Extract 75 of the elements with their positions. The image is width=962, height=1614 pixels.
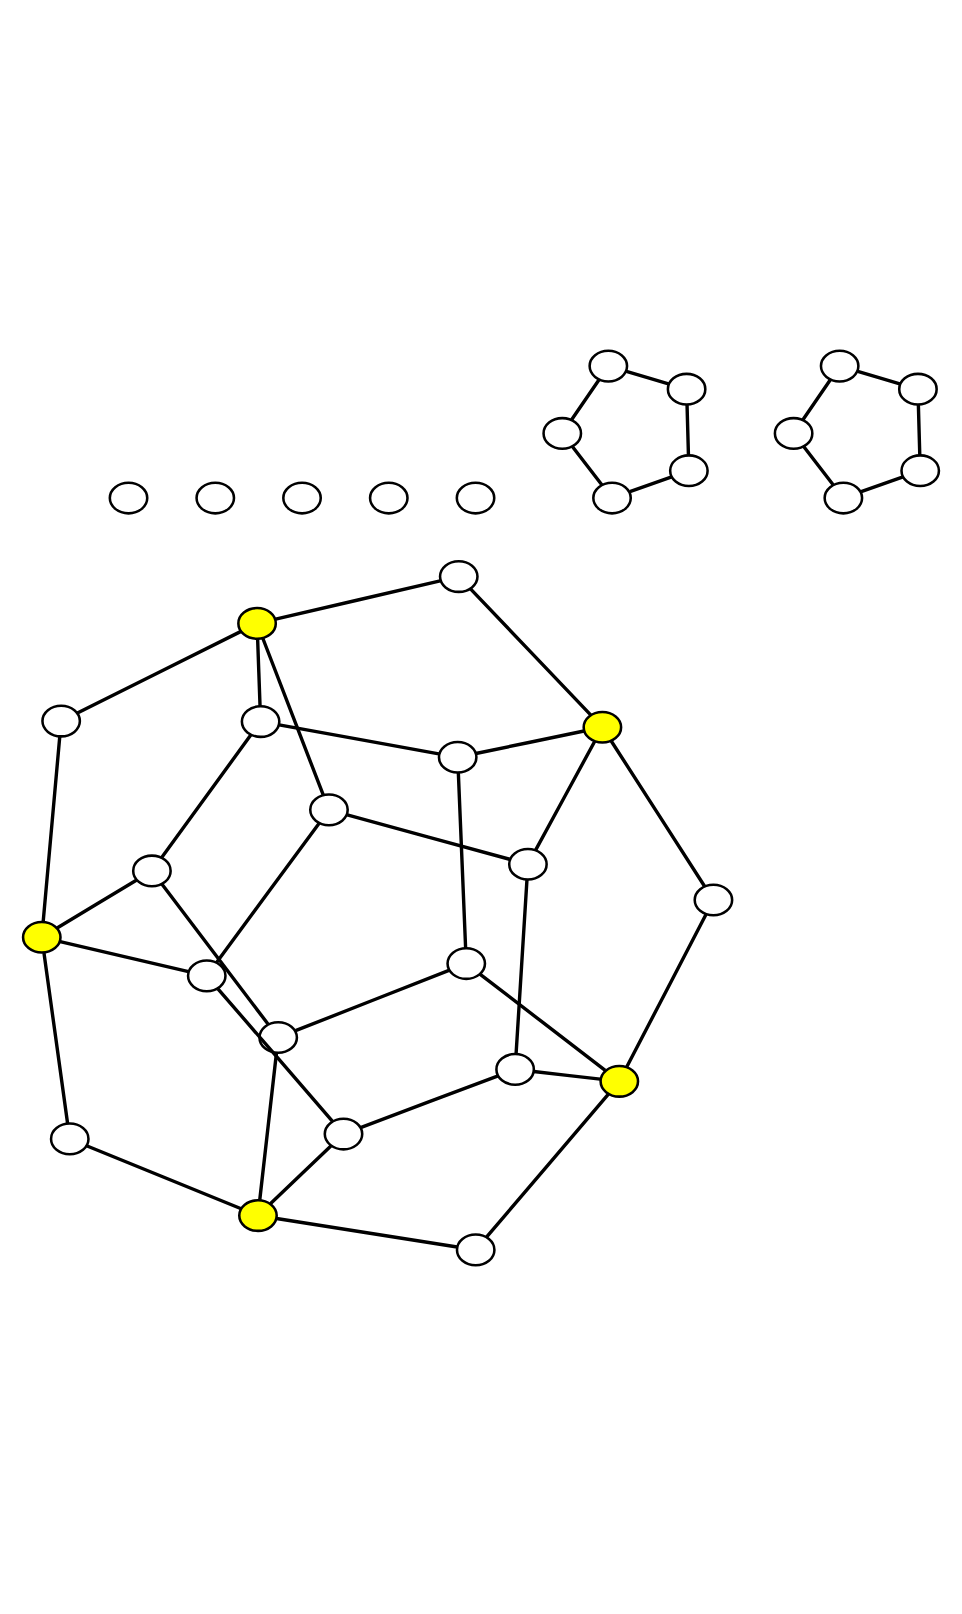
connector bbox=[346, 812, 510, 860]
node-circle bbox=[108, 480, 149, 514]
node-circle bbox=[668, 453, 709, 487]
node-circle bbox=[819, 348, 860, 382]
connector bbox=[216, 986, 334, 1122]
node-circle bbox=[507, 846, 548, 880]
node-circle bbox=[823, 480, 864, 514]
connector bbox=[475, 728, 585, 755]
connector bbox=[916, 403, 922, 455]
connector bbox=[469, 586, 592, 716]
node-circle bbox=[195, 480, 236, 514]
connector bbox=[609, 739, 707, 887]
node-circle bbox=[446, 945, 487, 980]
connector bbox=[629, 474, 673, 493]
connector bbox=[478, 971, 607, 1071]
node-circle bbox=[238, 1198, 278, 1232]
node-circle bbox=[282, 480, 322, 514]
node-circle bbox=[542, 415, 583, 449]
connector bbox=[86, 1143, 242, 1210]
connector bbox=[571, 444, 604, 486]
connector bbox=[261, 636, 325, 795]
connector bbox=[275, 578, 441, 620]
node-circle bbox=[592, 480, 633, 514]
connector bbox=[42, 951, 70, 1123]
node-circle bbox=[438, 559, 479, 593]
connector bbox=[269, 1143, 333, 1204]
node-circle bbox=[455, 480, 496, 514]
connector bbox=[570, 377, 601, 420]
connector bbox=[258, 1051, 279, 1199]
connector bbox=[56, 877, 138, 929]
node-circle bbox=[599, 1063, 640, 1097]
node-circle bbox=[368, 480, 409, 514]
node-circle bbox=[237, 605, 278, 639]
node-circle bbox=[897, 371, 938, 405]
node-circle bbox=[900, 453, 941, 487]
node-circle bbox=[49, 1121, 90, 1155]
node-circle bbox=[309, 792, 349, 826]
node-circle bbox=[693, 882, 734, 916]
connector bbox=[160, 881, 270, 1025]
connector bbox=[76, 628, 242, 714]
connector bbox=[59, 938, 189, 973]
connector bbox=[857, 368, 901, 385]
connector bbox=[802, 444, 835, 486]
connector bbox=[534, 739, 597, 850]
connector bbox=[514, 878, 529, 1054]
connector bbox=[625, 368, 669, 385]
connector bbox=[860, 474, 904, 493]
connector bbox=[294, 967, 450, 1032]
node-circle bbox=[258, 1019, 299, 1054]
connector bbox=[278, 722, 440, 755]
node-circle bbox=[323, 1116, 364, 1150]
node-circle bbox=[773, 415, 814, 449]
node-circle bbox=[240, 704, 281, 738]
node-circle bbox=[582, 709, 623, 743]
node-circle bbox=[495, 1051, 536, 1085]
connector bbox=[485, 1092, 610, 1238]
node-circle bbox=[437, 739, 478, 773]
connector bbox=[276, 1215, 458, 1248]
connector bbox=[41, 735, 62, 921]
connector bbox=[625, 912, 708, 1067]
node-circle bbox=[41, 703, 82, 737]
connector bbox=[255, 637, 262, 706]
node-circle bbox=[131, 853, 172, 887]
connector bbox=[160, 732, 253, 858]
node-circle bbox=[588, 348, 629, 382]
connector bbox=[456, 771, 468, 948]
connector bbox=[360, 1073, 499, 1129]
node-circle bbox=[186, 958, 227, 992]
node-circle bbox=[666, 371, 707, 405]
node-circle bbox=[21, 919, 62, 953]
connector bbox=[215, 821, 321, 963]
node-circle bbox=[455, 1232, 496, 1266]
connector bbox=[685, 403, 691, 455]
connector bbox=[533, 1068, 601, 1080]
connector bbox=[801, 377, 832, 420]
